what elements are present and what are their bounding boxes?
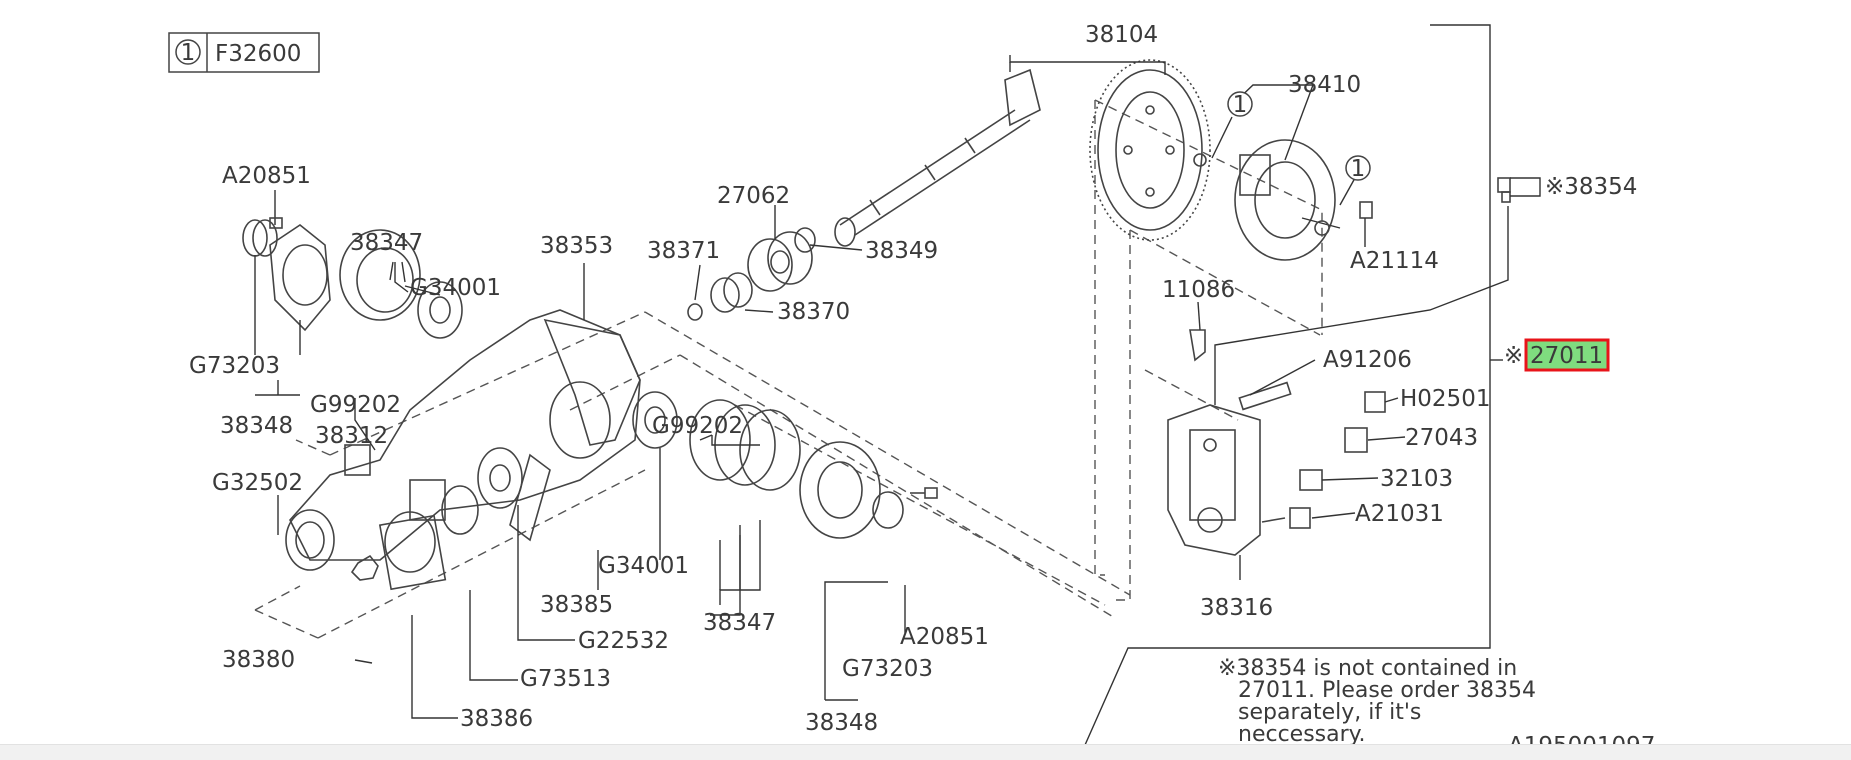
- parts-note: ※38354 is not contained in 27011. Please…: [1218, 656, 1536, 747]
- part-label-38312[interactable]: 38312: [315, 423, 388, 449]
- part-label-h02501[interactable]: H02501: [1400, 386, 1490, 412]
- part-label-a20851-right[interactable]: A20851: [900, 624, 989, 650]
- part-label-g34001-left[interactable]: G34001: [410, 275, 501, 301]
- part-label-32103[interactable]: 32103: [1380, 466, 1453, 492]
- left-side-flange-group: [242, 210, 463, 339]
- part-label-g73203-right[interactable]: G73203: [842, 656, 933, 682]
- ring-gear: [1089, 59, 1211, 241]
- assembly-guides: [254, 99, 1323, 639]
- svg-text:※38354 is not contained in: ※38354 is not contained in: [1218, 656, 1517, 681]
- rear-cover: [1167, 329, 1261, 556]
- part-label-27011[interactable]: 27011: [1530, 343, 1603, 369]
- part-label-11086[interactable]: 11086: [1162, 277, 1235, 303]
- part-label-27062[interactable]: 27062: [717, 183, 790, 209]
- part-label-g73513[interactable]: G73513: [520, 666, 611, 692]
- part-label-38410[interactable]: 38410: [1288, 72, 1361, 98]
- part-label-g73203-left[interactable]: G73203: [189, 353, 280, 379]
- part-label-38371[interactable]: 38371: [647, 238, 720, 264]
- part-label-38104[interactable]: 38104: [1085, 22, 1158, 48]
- part-label-a91206[interactable]: A91206: [1323, 347, 1412, 373]
- viewer-bottom-bar: [0, 744, 1851, 760]
- svg-text:neccessary.: neccessary.: [1238, 722, 1366, 747]
- leader-lines: [254, 55, 1509, 719]
- pinion-bearing: [687, 227, 816, 321]
- part-label-38385[interactable]: 38385: [540, 592, 613, 618]
- svg-text:27011. Please order 38354: 27011. Please order 38354: [1238, 678, 1536, 703]
- svg-text:1: 1: [1351, 156, 1366, 182]
- part-label-38380[interactable]: 38380: [222, 647, 295, 673]
- part-label-38316[interactable]: 38316: [1200, 595, 1273, 621]
- highlighted-part-27011[interactable]: ※ 27011: [1504, 338, 1610, 372]
- part-27011-mark: ※: [1504, 343, 1523, 369]
- legend-box: 1 F32600: [168, 32, 320, 73]
- lower-parts-row: [350, 447, 551, 591]
- legend-code: F32600: [215, 41, 301, 67]
- part-label-g99202-left[interactable]: G99202: [310, 392, 401, 418]
- svg-text:separately, if it's: separately, if it's: [1238, 700, 1421, 725]
- part-label-g34001-right[interactable]: G34001: [598, 553, 689, 579]
- differential-carrier-housing: [285, 309, 641, 571]
- part-label-38347-right[interactable]: 38347: [703, 610, 776, 636]
- part-label-38347-left[interactable]: 38347: [350, 230, 423, 256]
- part-label-a20851-left[interactable]: A20851: [222, 163, 311, 189]
- part-label-g32502[interactable]: G32502: [212, 470, 303, 496]
- differential-case: [1193, 139, 1341, 261]
- assembly-bracket: [1084, 24, 1503, 746]
- part-label-38353[interactable]: 38353: [540, 233, 613, 259]
- legend-circle-ref: 1: [181, 40, 196, 66]
- part-label-38348-left[interactable]: 38348: [220, 413, 293, 439]
- part-label-g22532[interactable]: G22532: [578, 628, 669, 654]
- circle-ref-1: 1: [1227, 91, 1253, 118]
- breather-part: [1497, 177, 1541, 203]
- svg-text:1: 1: [1233, 92, 1248, 118]
- part-label-a21114[interactable]: A21114: [1350, 248, 1439, 274]
- pinion-drive-shaft: [834, 68, 1041, 247]
- part-label-38349[interactable]: 38349: [865, 238, 938, 264]
- circle-ref-2: 1: [1345, 155, 1371, 182]
- part-label-38386[interactable]: 38386: [460, 706, 533, 732]
- part-label-38354[interactable]: ※38354: [1545, 174, 1637, 200]
- part-label-38370[interactable]: 38370: [777, 299, 850, 325]
- part-label-a21031[interactable]: A21031: [1355, 501, 1444, 527]
- part-label-38348-right[interactable]: 38348: [805, 710, 878, 736]
- part-label-g99202-right[interactable]: G99202: [652, 413, 743, 439]
- part-label-27043[interactable]: 27043: [1405, 425, 1478, 451]
